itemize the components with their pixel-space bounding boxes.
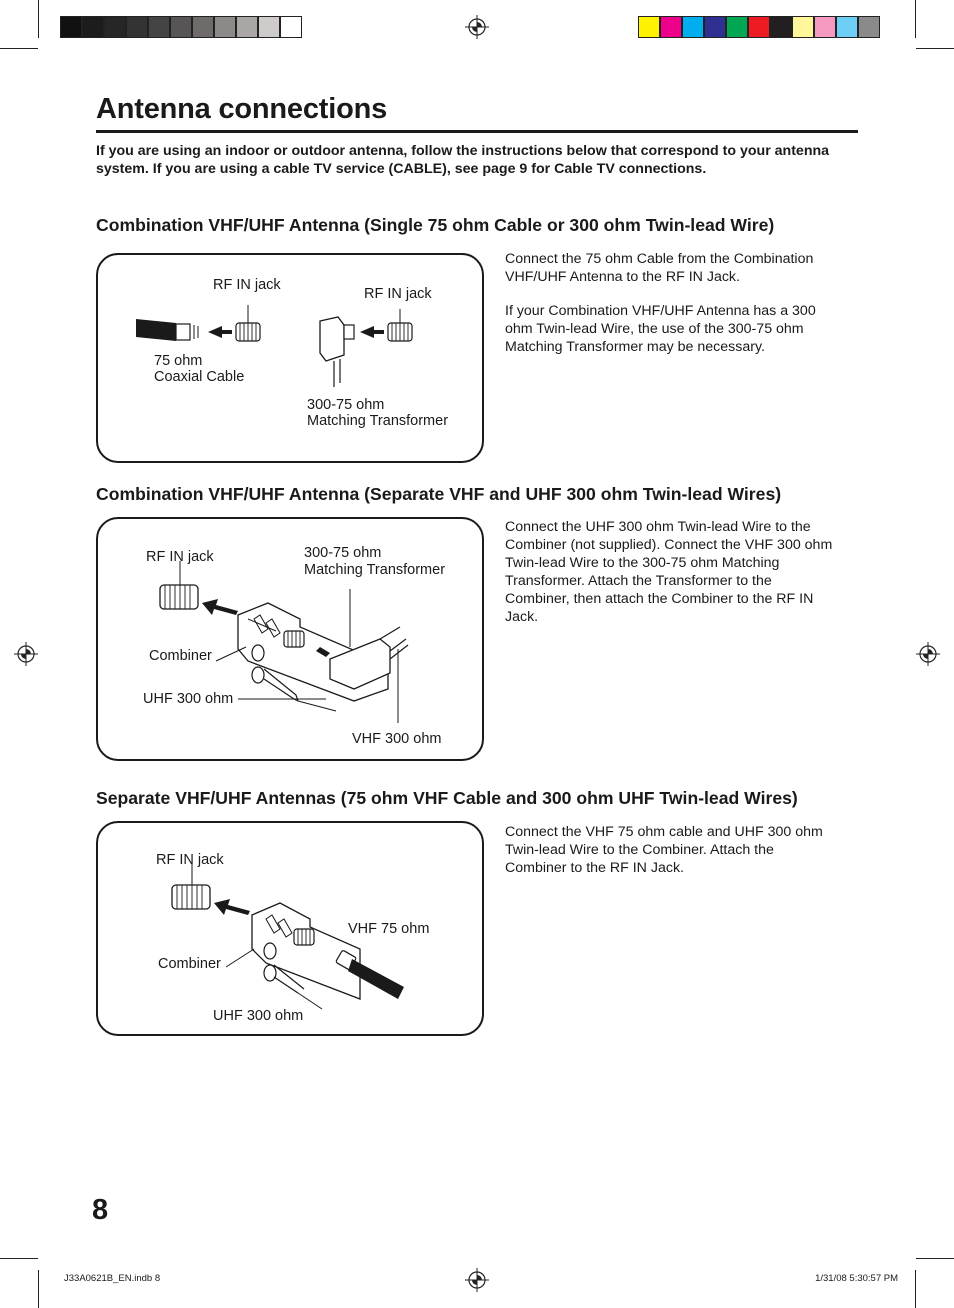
color-swatch <box>682 16 704 38</box>
color-swatch <box>704 16 726 38</box>
color-swatch <box>858 16 880 38</box>
color-swatch <box>170 16 192 38</box>
color-swatch <box>258 16 280 38</box>
page-title: Antenna connections <box>96 93 388 125</box>
rf-in-jack-graphic <box>171 884 211 910</box>
color-swatch <box>192 16 214 38</box>
separate-wires-diagram <box>159 561 409 723</box>
uhf-wire <box>273 964 305 990</box>
arrow-left <box>316 647 330 657</box>
rf-in-jack-graphic-1 <box>235 322 261 342</box>
crop-mark <box>916 1258 954 1259</box>
crop-mark <box>38 1270 39 1308</box>
diagram-panel-separate-wires: RF IN jack 300-75 ohm Matching Transform… <box>96 517 484 761</box>
crop-mark <box>915 0 916 38</box>
paragraph: If your Combination VHF/UHF Antenna has … <box>505 303 816 355</box>
color-swatch <box>792 16 814 38</box>
crop-mark <box>38 0 39 38</box>
section-heading-separate-wires: Combination VHF/UHF Antenna (Separate VH… <box>96 484 782 504</box>
label-rf-in-jack: RF IN jack <box>156 852 224 868</box>
crop-mark <box>0 48 38 49</box>
color-swatch <box>148 16 170 38</box>
intro-text: If you are using an indoor or outdoor an… <box>96 143 830 177</box>
color-swatch <box>126 16 148 38</box>
rf-in-jack-graphic <box>159 584 199 610</box>
label-uhf-300-ohm: UHF 300 ohm <box>213 1008 304 1024</box>
arrow-left <box>214 899 250 915</box>
label-matching-transformer: Matching Transformer <box>304 562 446 578</box>
label-combiner: Combiner <box>149 648 212 664</box>
paragraph: Connect the VHF 75 ohm cable and UHF 300… <box>505 824 823 876</box>
vhf-coax-cable-graphic <box>335 950 404 999</box>
diagram-panel-single-cable: RF IN jack RF IN jack 75 ohm Coaxial Cab… <box>96 253 484 463</box>
label-rf-in-jack: RF IN jack <box>364 286 432 302</box>
section-heading-single-cable: Combination VHF/UHF Antenna (Single 75 o… <box>96 215 775 235</box>
color-swatch <box>726 16 748 38</box>
label-rf-in-jack: RF IN jack <box>213 277 281 293</box>
label-coax-ohm: 75 ohm <box>154 353 203 369</box>
coax-cable-connector <box>175 323 191 341</box>
color-swatch <box>82 16 104 38</box>
label-transformer-ohm: 300-75 ohm <box>307 397 385 413</box>
uhf-wire <box>273 976 299 994</box>
label-uhf-300-ohm: UHF 300 ohm <box>143 691 234 707</box>
leader-line <box>215 646 247 662</box>
coax-connector-ridges <box>189 325 199 339</box>
label-vhf-75-ohm: VHF 75 ohm <box>348 921 430 937</box>
paragraph: Connect the UHF 300 ohm Twin-lead Wire t… <box>505 519 833 625</box>
coax-cable-body <box>136 319 176 341</box>
label-vhf-300-ohm: VHF 300 ohm <box>352 731 442 747</box>
crop-mark <box>0 1258 38 1259</box>
crop-mark <box>915 1270 916 1308</box>
color-swatch <box>770 16 792 38</box>
label-matching-transformer: Matching Transformer <box>307 413 449 429</box>
color-swatch <box>748 16 770 38</box>
matching-transformer-graphic <box>319 316 355 387</box>
separate-antennas-diagram <box>171 863 404 1010</box>
color-swatch <box>660 16 682 38</box>
diagram-panel-separate-antennas: RF IN jack VHF 75 ohm Combiner UHF 300 o… <box>96 821 484 1036</box>
matching-transformer-graphic <box>329 626 409 690</box>
color-swatch <box>638 16 660 38</box>
single-cable-diagram <box>136 305 413 387</box>
color-swatch <box>836 16 858 38</box>
leader-line <box>297 992 323 1010</box>
arrow-right <box>360 326 384 338</box>
title-rule <box>96 130 858 133</box>
color-swatch <box>280 16 302 38</box>
arrow-left <box>202 599 238 615</box>
color-swatch <box>214 16 236 38</box>
label-combiner: Combiner <box>158 956 221 972</box>
label-transformer-ohm: 300-75 ohm <box>304 545 382 561</box>
color-swatch <box>60 16 82 38</box>
footer-file-name: J33A0621B_EN.indb 8 <box>64 1273 161 1284</box>
color-swatch <box>236 16 258 38</box>
leader-line <box>225 948 255 968</box>
section-heading-separate-antennas: Separate VHF/UHF Antennas (75 ohm VHF Ca… <box>96 788 798 808</box>
grayscale-color-bar <box>60 16 302 38</box>
section-description-single-cable: Connect the 75 ohm Cable from the Combin… <box>505 250 835 372</box>
paragraph: Connect the 75 ohm Cable from the Combin… <box>505 251 814 285</box>
page-number: 8 <box>92 1194 109 1226</box>
leader-line <box>297 700 337 712</box>
color-swatch <box>814 16 836 38</box>
rf-in-jack-graphic-2 <box>387 322 413 342</box>
section-description-separate-antennas: Connect the VHF 75 ohm cable and UHF 300… <box>505 823 835 893</box>
combiner-graphic <box>251 902 361 1000</box>
label-rf-in-jack: RF IN jack <box>146 549 214 565</box>
process-color-bar <box>638 16 880 38</box>
color-swatch <box>104 16 126 38</box>
arrow-right <box>208 326 232 338</box>
section-description-separate-wires: Connect the UHF 300 ohm Twin-lead Wire t… <box>505 518 835 642</box>
footer-timestamp: 1/31/08 5:30:57 PM <box>815 1273 898 1284</box>
crop-mark <box>916 48 954 49</box>
label-coax-cable: Coaxial Cable <box>154 369 245 385</box>
